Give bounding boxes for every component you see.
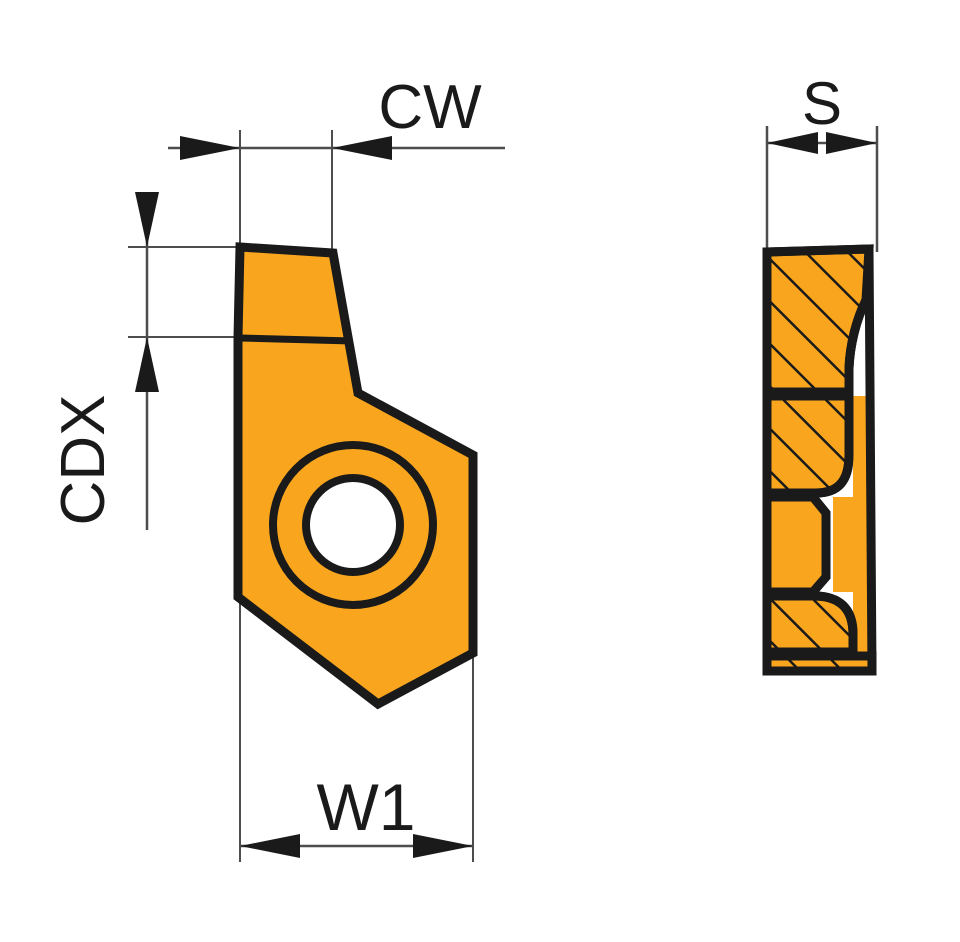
dimension-label-w1: W1	[317, 770, 416, 844]
center-bore-section	[762, 492, 831, 597]
dimension-label-s: S	[802, 70, 842, 137]
insert-step-edge	[239, 334, 353, 345]
dimension-cw: CW	[168, 73, 505, 160]
arrowhead-s-right	[826, 132, 877, 154]
hole-inner-circle	[302, 474, 404, 576]
arrowhead-w1-left	[240, 834, 300, 858]
front-profile-view	[233, 242, 478, 710]
dimension-label-cw: CW	[378, 73, 482, 142]
middle-upper-section-hatching	[767, 396, 849, 493]
arrowhead-cdx-top	[135, 192, 159, 247]
side-view-top-notch-contour	[811, 295, 871, 498]
side-view-outer-boundary	[762, 244, 877, 676]
side-section-view	[762, 244, 877, 676]
arrowhead-cdx-bottom	[135, 337, 159, 392]
arrowhead-s-left	[767, 132, 818, 154]
dimension-s: S	[767, 70, 877, 154]
dimension-w1: W1	[240, 770, 473, 858]
arrowhead-cw-right	[332, 136, 392, 160]
dimension-label-cdx: CDX	[49, 395, 118, 526]
hole-outer-circle	[269, 441, 437, 609]
side-view-extension-lines	[765, 126, 879, 252]
side-view-bottom-notch-contour	[809, 591, 858, 639]
center-right-section	[833, 497, 872, 592]
arrowhead-cw-left	[180, 136, 240, 160]
dimension-cdx: CDX	[49, 192, 159, 530]
arrowhead-w1-right	[413, 834, 473, 858]
